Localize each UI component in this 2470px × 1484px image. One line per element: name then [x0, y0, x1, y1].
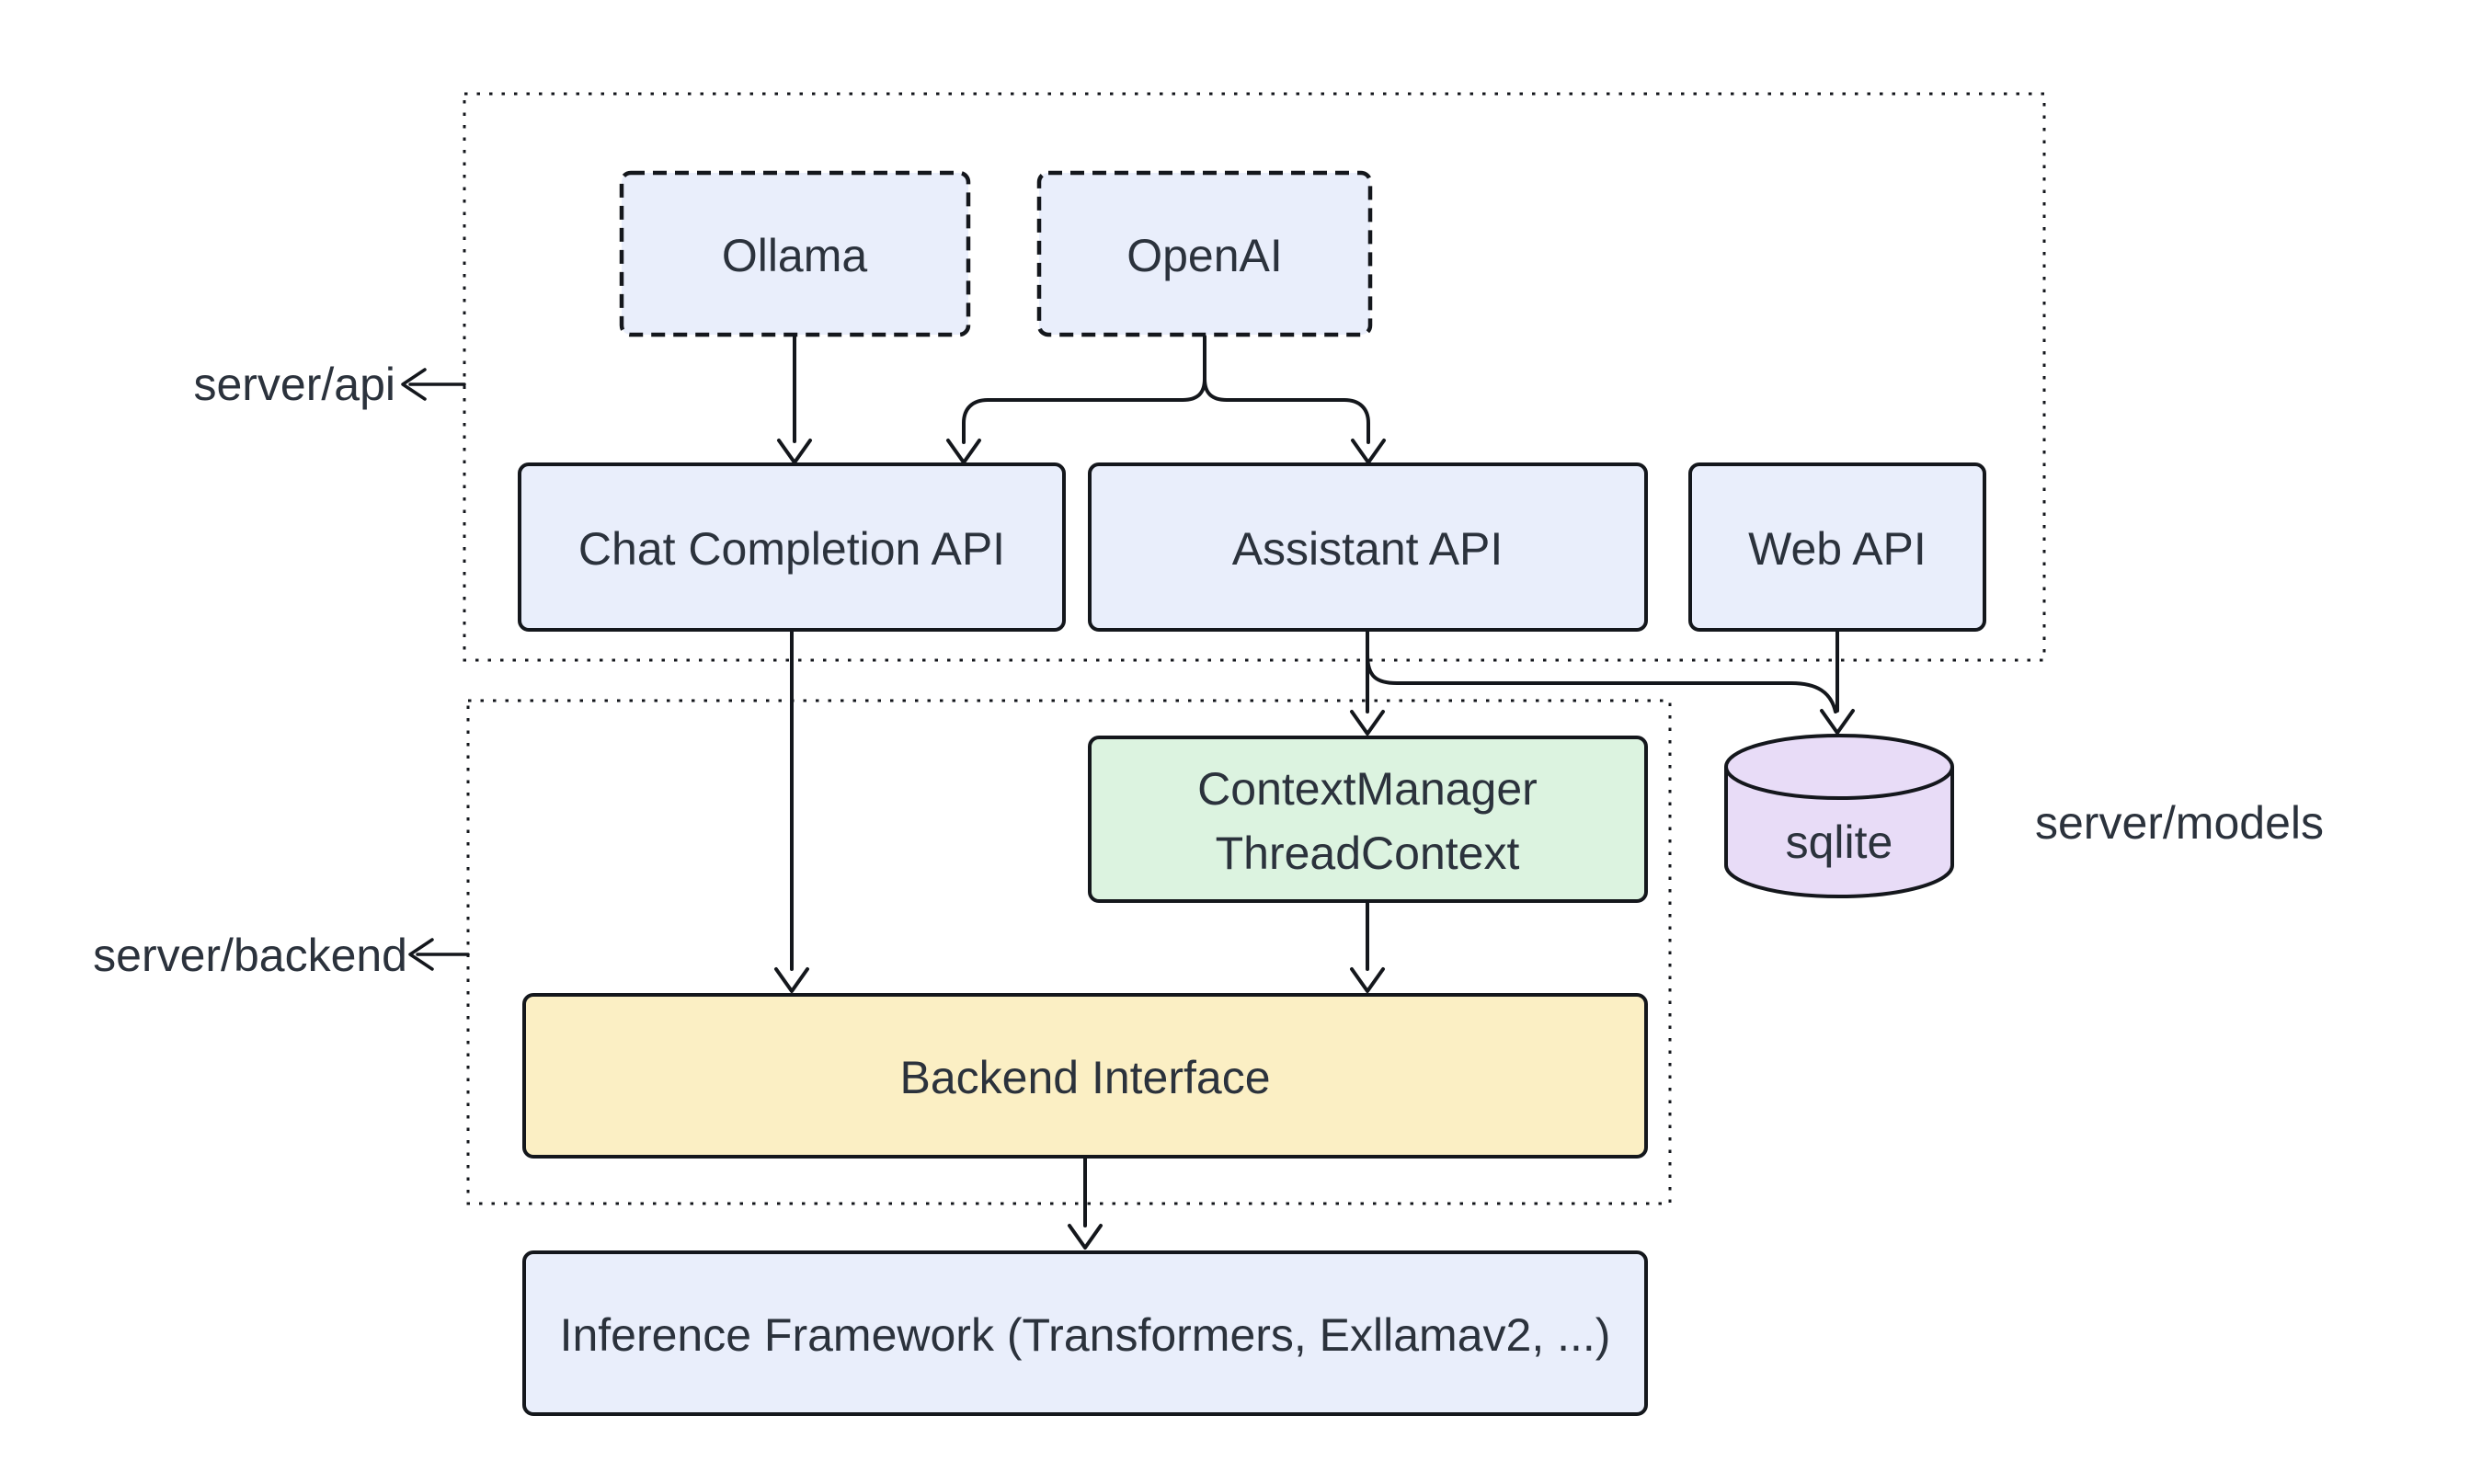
- edge-assistant-to-sqlite: [1366, 653, 1837, 713]
- group-label-server-backend: server/backend: [93, 930, 407, 981]
- arrowhead-chat-to-backend-interface: [774, 967, 809, 993]
- arrowhead-assistant-to-context-manager: [1350, 710, 1385, 736]
- group-server-backend-box: [466, 699, 1672, 1205]
- sqlite-cylinder-top: [1724, 734, 1954, 800]
- group-label-arrows: [401, 368, 470, 971]
- node-context-manager-box: [1088, 736, 1648, 903]
- node-context-manager-label-line1: ContextManager: [1197, 763, 1538, 815]
- node-inference-framework-box: [522, 1250, 1648, 1416]
- node-sqlite-label: sqlite: [1786, 816, 1893, 868]
- group-label-server-api: server/api: [193, 359, 395, 410]
- arrowhead-backend-interface-to-inference: [1068, 1224, 1103, 1250]
- arrowhead-server-api: [401, 368, 427, 401]
- node-sqlite-cylinder: [1724, 734, 1954, 898]
- arrowhead-web-api-to-sqlite: [1820, 709, 1855, 735]
- arrowhead-context-manager-to-backend-interface: [1350, 967, 1385, 993]
- node-chat-completion-api-label: Chat Completion API: [578, 523, 1005, 575]
- node-assistant-api-box: [1088, 462, 1648, 632]
- node-web-api-label: Web API: [1748, 523, 1927, 575]
- arrowhead-ollama-to-chat: [777, 439, 812, 464]
- group-server-api-box: [463, 92, 2046, 662]
- node-web-api-box: [1688, 462, 1986, 632]
- node-chat-completion-api-box: [518, 462, 1066, 632]
- arrowhead-server-backend: [408, 938, 434, 971]
- node-ollama-box: [619, 170, 971, 337]
- node-backend-interface-label: Backend Interface: [899, 1052, 1270, 1103]
- node-assistant-api-label: Assistant API: [1232, 523, 1504, 575]
- group-label-server-models: server/models: [2035, 797, 2324, 849]
- node-inference-framework-label: Inference Framework (Transformers, Exlla…: [560, 1309, 1611, 1361]
- node-context-manager-label-line2: ThreadContext: [1216, 828, 1520, 879]
- node-backend-interface-box: [522, 993, 1648, 1159]
- node-ollama-label: Ollama: [722, 230, 868, 281]
- edge-openai-to-chat: [962, 335, 1206, 444]
- node-openai-label: OpenAI: [1126, 230, 1283, 281]
- edge-openai-to-assistant: [1203, 377, 1370, 444]
- node-openai-box: [1036, 170, 1373, 337]
- sqlite-cylinder-body: [1724, 767, 1954, 898]
